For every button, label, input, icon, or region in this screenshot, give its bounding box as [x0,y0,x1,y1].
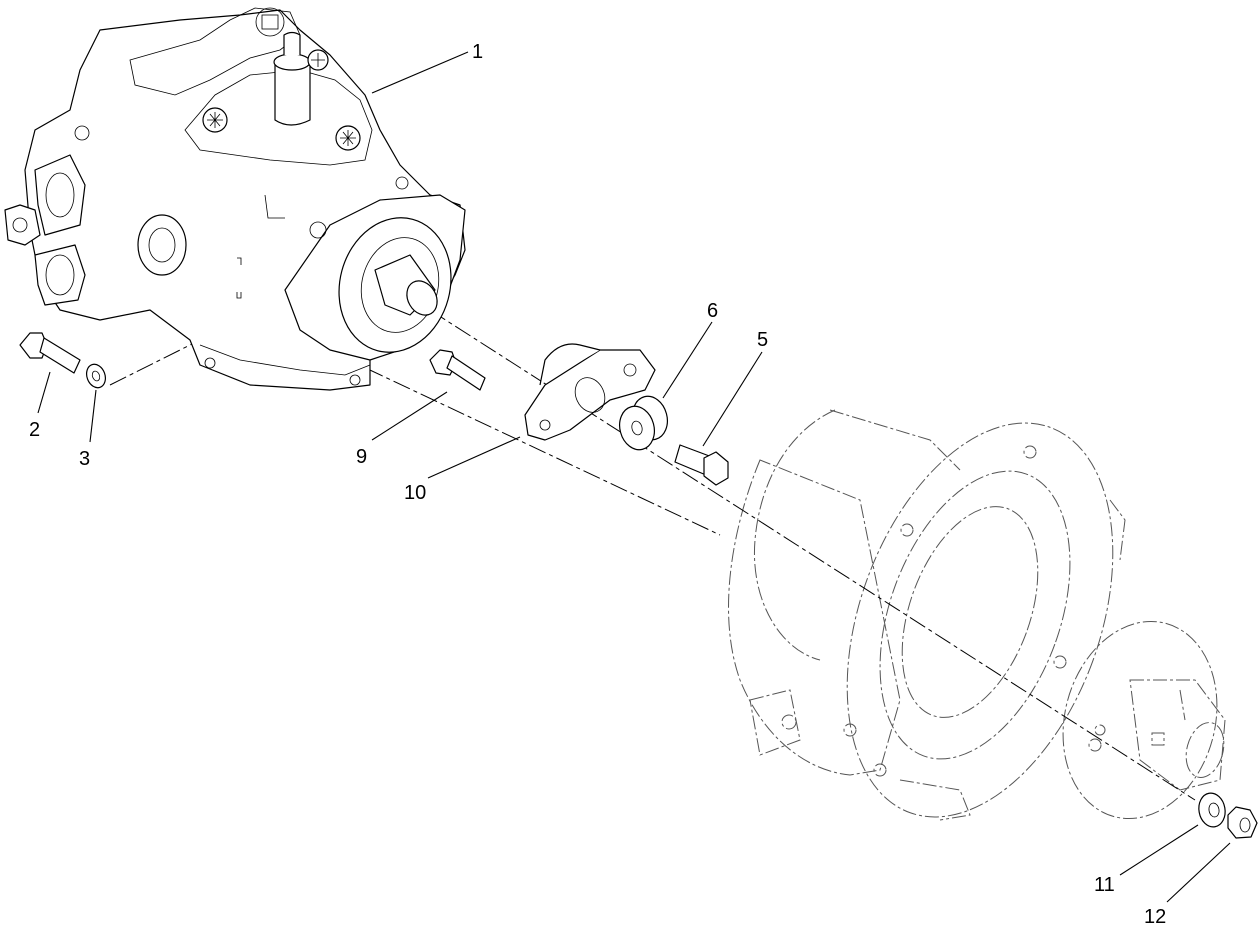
leader-1 [371,51,469,94]
part-10-bracket [524,343,656,441]
leader-11 [1119,824,1199,876]
phantom-coupling-flange [1062,620,1226,820]
hydraulic-pump-assembly [4,7,466,391]
part-12-nut [1227,806,1258,839]
cover-bolt-heads [202,49,361,151]
callout-labels: 1 2 3 5 6 9 10 11 12 [29,41,1166,928]
leader-lines [37,51,1231,903]
callout-5: 5 [757,329,768,351]
part-11-washer [1198,792,1226,828]
callout-10: 10 [404,482,426,504]
phantom-adapter-housing [728,409,1126,821]
part-9-bolt [429,349,486,391]
callout-12: 12 [1144,906,1166,928]
leader-2 [37,371,51,414]
leader-12 [1166,842,1231,903]
part-6-spacer [619,395,668,451]
leader-10 [427,436,521,479]
callout-3: 3 [79,448,90,470]
part-2-bolt [19,332,81,374]
part-3-washer [85,363,107,389]
leader-6 [662,321,713,399]
callout-9: 9 [356,446,367,468]
leader-3 [89,389,97,443]
part-5-bolt [674,444,729,486]
callout-6: 6 [707,300,718,322]
leader-5 [702,351,763,447]
callout-11: 11 [1094,874,1115,896]
callout-1: 1 [472,41,483,63]
leader-9 [371,391,448,441]
callout-2: 2 [29,419,40,441]
